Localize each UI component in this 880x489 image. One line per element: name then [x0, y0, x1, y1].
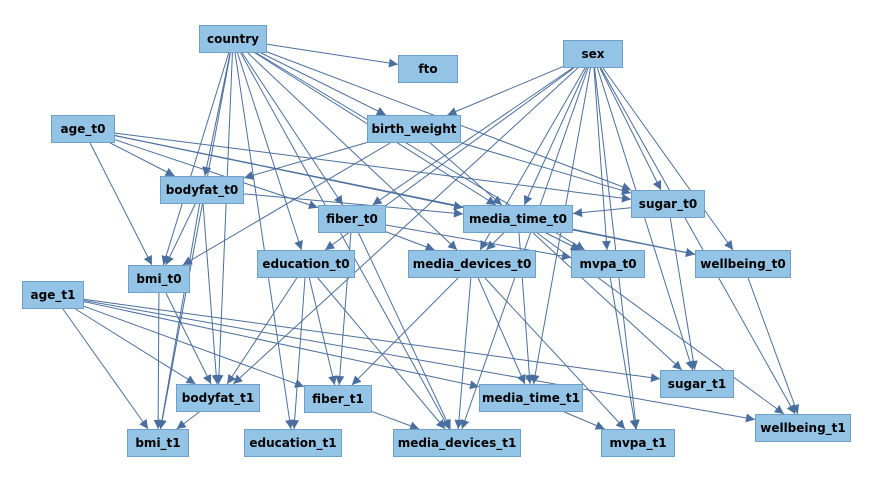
edge-media_time_t0-to-mvpa_t0 — [545, 232, 581, 251]
edge-sex-to-mvpa_t1 — [594, 67, 640, 430]
node-fto[interactable]: fto — [398, 55, 458, 83]
edge-age_t0-to-bmi_t0 — [89, 142, 153, 266]
edge-country-to-education_t0 — [237, 52, 303, 251]
edge-media_devices_t0-to-mvpa_t1 — [484, 277, 626, 430]
node-media-time-t1[interactable]: media_time_t1 — [479, 384, 583, 412]
edge-birth_weight-to-sugar_t0 — [460, 142, 632, 195]
edge-fiber_t0-to-media_devices_t0 — [385, 231, 435, 252]
edge-country-to-fiber_t0 — [241, 52, 344, 206]
edge-sex-to-fiber_t0 — [372, 67, 573, 206]
edge-sex-to-media_devices_t1 — [460, 67, 589, 430]
edge-age_t0-to-sugar_t0 — [114, 132, 632, 203]
node-fiber-t0[interactable]: fiber_t0 — [318, 205, 386, 233]
edge-bodyfat_t0-to-media_time_t0 — [243, 193, 464, 218]
edge-education_t0-to-fiber_t1 — [308, 277, 337, 386]
node-sugar-t0[interactable]: sugar_t0 — [631, 190, 705, 218]
node-media-devices-t0[interactable]: media_devices_t0 — [408, 250, 536, 278]
edge-media_time_t1-to-mvpa_t1 — [564, 411, 605, 430]
edge-bodyfat_t0-to-bmi_t0 — [165, 203, 196, 266]
node-age-t0[interactable]: age_t0 — [51, 115, 115, 143]
edge-country-to-media_devices_t1 — [240, 52, 450, 430]
edge-mvpa_t0-to-mvpa_t1 — [609, 277, 639, 430]
edge-country-to-fto — [266, 43, 399, 68]
edge-sex-to-birth_weight — [447, 66, 564, 116]
edge-wellbeing_t0-to-wellbeing_t1 — [747, 277, 800, 415]
edge-country-to-bmi_t1 — [157, 52, 231, 430]
node-age-t1[interactable]: age_t1 — [22, 281, 84, 309]
edge-age_t1-to-fiber_t1 — [83, 305, 305, 388]
edge-country-to-bmi_t0 — [161, 52, 230, 266]
node-bmi-t1[interactable]: bmi_t1 — [127, 429, 189, 457]
edge-sugar_t0-to-sugar_t1 — [669, 217, 698, 371]
node-sex[interactable]: sex — [563, 40, 623, 68]
edge-education_t0-to-education_t1 — [290, 277, 306, 430]
edge-birth_weight-to-bmi_t0 — [182, 142, 391, 266]
node-education-t0[interactable]: education_t0 — [257, 250, 355, 278]
edge-media_devices_t0-to-media_time_t1 — [477, 277, 526, 385]
edge-country-to-birth_weight — [260, 52, 387, 116]
edge-age_t1-to-bodyfat_t1 — [75, 308, 196, 385]
edge-bodyfat_t0-to-bodyfat_t1 — [202, 203, 221, 385]
node-bodyfat-t0[interactable]: bodyfat_t0 — [160, 176, 244, 204]
edge-education_t0-to-bodyfat_t1 — [226, 277, 298, 385]
node-sugar-t1[interactable]: sugar_t1 — [660, 370, 734, 398]
edge-bmi_t0-to-bodyfat_t1 — [165, 292, 212, 385]
edge-sex-to-wellbeing_t1 — [600, 67, 796, 415]
node-mvpa-t0[interactable]: mvpa_t0 — [571, 250, 645, 278]
edge-sex-to-sugar_t1 — [596, 67, 695, 371]
edge-bodyfat_t0-to-bmi_t1 — [157, 203, 201, 430]
node-bodyfat-t1[interactable]: bodyfat_t1 — [176, 384, 260, 412]
edge-fiber_t0-to-mvpa_t0 — [385, 224, 572, 261]
node-fiber-t1[interactable]: fiber_t1 — [304, 385, 372, 413]
edge-age_t0-to-fiber_t0 — [114, 139, 319, 210]
edge-age_t1-to-sugar_t1 — [83, 298, 661, 383]
edge-sex-to-bodyfat_t1 — [232, 67, 579, 385]
node-mvpa-t1[interactable]: mvpa_t1 — [601, 429, 675, 457]
edge-birth_weight-to-bodyfat_t0 — [243, 142, 368, 180]
edge-country-to-bodyfat_t1 — [214, 52, 233, 385]
edge-sex-to-mvpa_t0 — [593, 67, 611, 251]
edge-bodyfat_t1-to-bmi_t1 — [176, 411, 200, 430]
node-media-time-t0[interactable]: media_time_t0 — [463, 205, 573, 233]
edge-media_devices_t0-to-fiber_t1 — [351, 277, 459, 386]
edge-age_t1-to-bmi_t1 — [62, 308, 149, 430]
edge-media_time_t0-to-wellbeing_t0 — [572, 229, 696, 258]
node-media-devices-t1[interactable]: media_devices_t1 — [393, 429, 521, 457]
edge-country-to-bodyfat_t0 — [202, 52, 231, 177]
edge-fiber_t0-to-media_devices_t1 — [358, 232, 451, 430]
node-wellbeing-t0[interactable]: wellbeing_t0 — [695, 250, 791, 278]
edge-age_t1-to-media_time_t1 — [83, 301, 480, 390]
node-birth-weight[interactable]: birth_weight — [367, 115, 461, 143]
node-wellbeing-t1[interactable]: wellbeing_t1 — [755, 414, 851, 442]
edge-sex-to-media_time_t0 — [523, 67, 588, 206]
edge-sugar_t0-to-media_time_t0 — [572, 207, 632, 218]
edge-age_t1-to-wellbeing_t1 — [83, 300, 756, 423]
edge-fiber_t1-to-media_devices_t1 — [371, 411, 420, 431]
edge-media_devices_t0-to-media_devices_t1 — [454, 277, 472, 430]
edge-birth_weight-to-media_time_t0 — [429, 142, 503, 206]
edge-sex-to-wellbeing_t0 — [602, 67, 734, 251]
edge-age_t0-to-wellbeing_t0 — [114, 135, 696, 257]
node-country[interactable]: country — [199, 25, 267, 53]
node-bmi-t0[interactable]: bmi_t0 — [128, 265, 190, 293]
edge-country-to-education_t1 — [234, 52, 295, 430]
edge-media_time_t0-to-sugar_t1 — [532, 232, 683, 371]
edge-country-to-media_devices_t0 — [247, 52, 458, 251]
edge-sex-to-sugar_t0 — [599, 67, 662, 191]
edge-age_t0-to-bodyfat_t0 — [110, 142, 175, 177]
node-education-t1[interactable]: education_t1 — [244, 429, 342, 457]
edge-media_time_t0-to-media_devices_t0 — [485, 232, 505, 251]
